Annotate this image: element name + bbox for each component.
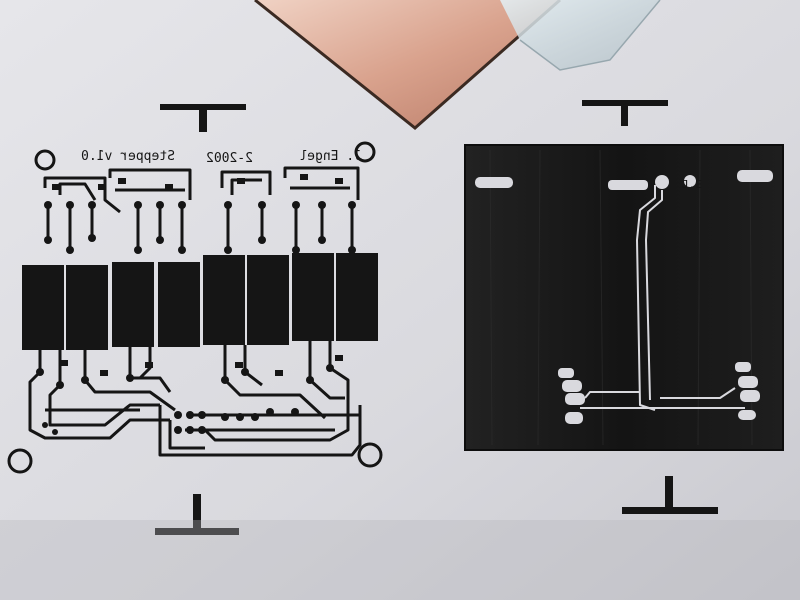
right-pcb-artwork: J.E	[464, 144, 784, 451]
silkscreen-author: J. Engel	[299, 149, 362, 164]
registration-marks	[155, 100, 718, 535]
transparency-film	[500, 0, 660, 70]
copper-board	[255, 0, 560, 128]
power-pad-row	[22, 253, 378, 350]
right-board-label: J.E	[682, 178, 702, 191]
left-pcb-artwork: Stepper v1.0 2-2002 J. Engel	[7, 141, 383, 474]
silkscreen-date: 2-2002	[206, 151, 253, 166]
silkscreen-stepper: Stepper v1.0	[81, 149, 175, 164]
